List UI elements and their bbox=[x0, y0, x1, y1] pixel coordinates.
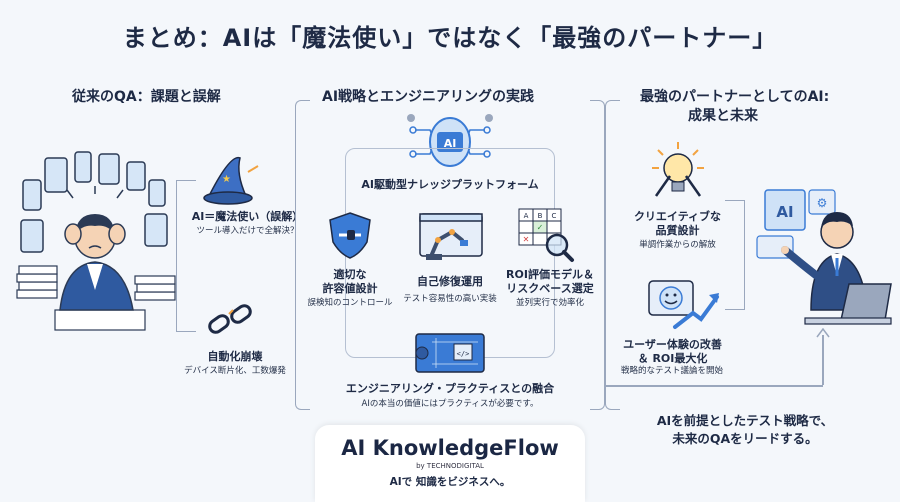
smiley-growth-icon bbox=[648, 280, 719, 329]
left-section-heading: 従来のQA：課題と誤解 bbox=[72, 89, 221, 105]
shield-icon bbox=[329, 212, 371, 259]
ai-panel-text: AI bbox=[776, 203, 793, 221]
fusion-label: エンジニアリング・プラクティスとの融合 bbox=[345, 382, 555, 395]
svg-text:✓: ✓ bbox=[537, 223, 544, 232]
robot-arm-icon bbox=[419, 213, 483, 260]
right-left-bracket bbox=[605, 100, 620, 410]
conclusion-arrow-line bbox=[822, 335, 824, 385]
brand-tagline: AIで 知識をビジネスへ。 bbox=[389, 476, 511, 488]
ai-partner-illustration: AI ⚙ bbox=[756, 189, 892, 325]
left-bracket bbox=[176, 180, 196, 332]
brand-by-text: by TECHNODIGITAL bbox=[416, 462, 484, 470]
footer-brand-box bbox=[315, 425, 585, 502]
roi-grid-magnifier-icon: A B C ✓ ✕ bbox=[518, 208, 574, 262]
magic-misconception-sub: ツール導入だけで全解決？ bbox=[196, 226, 299, 236]
middle-left-bracket bbox=[295, 100, 310, 410]
fusion-sub: AIの本当の価値にはプラクティスが必要です。 bbox=[361, 399, 539, 409]
right-items-bracket bbox=[725, 200, 745, 310]
platform-label: AI駆動型ナレッジプラットフォーム bbox=[361, 178, 539, 191]
magic-misconception-label: AI＝魔法使い（誤解） bbox=[191, 210, 304, 223]
broken-chain-icon bbox=[208, 304, 252, 334]
ai-chip-text: AI bbox=[444, 137, 457, 150]
wizard-hat-icon: ★ bbox=[203, 157, 259, 205]
creative-quality-sub: 単調作業からの解放 bbox=[639, 240, 716, 250]
blueprint-code-icon: </> bbox=[415, 333, 485, 373]
ux-roi-sub: 戦略的なテスト議論を開始 bbox=[620, 366, 723, 376]
page-title: まとめ：AIは「魔法使い」ではなく「最強のパートナー」 bbox=[122, 24, 778, 52]
self-healing-label: 自己修復運用 bbox=[417, 275, 483, 288]
conclusion-text: AIを前提としたテスト戦略で、 未来のQAをリードする。 bbox=[656, 413, 834, 446]
roi-model-sub: 並列実行で効率化 bbox=[515, 298, 584, 308]
device-icons bbox=[20, 151, 168, 253]
right-section-heading-1: 最強のパートナーとしてのAI: bbox=[640, 89, 830, 105]
right-section-heading-2: 成果と未来 bbox=[688, 108, 758, 124]
tolerance-design-sub: 誤検知のコントロール bbox=[307, 298, 393, 308]
svg-text:★: ★ bbox=[222, 174, 231, 185]
roi-model-label: ROI評価モデル＆ リスクベース選定 bbox=[506, 268, 594, 295]
code-glyph-text: </> bbox=[457, 350, 470, 358]
automation-collapse-label: 自動化崩壊 bbox=[207, 350, 263, 363]
stressed-engineer-illustration bbox=[16, 151, 176, 331]
grid-letter-a: A bbox=[524, 212, 529, 220]
lightbulb-icon bbox=[652, 142, 704, 197]
svg-text:✕: ✕ bbox=[523, 235, 530, 244]
conclusion-connector-line bbox=[605, 385, 823, 387]
svg-text:⚙: ⚙ bbox=[817, 196, 828, 210]
grid-letter-c: C bbox=[552, 212, 557, 220]
tolerance-design-label: 適切な 許容値設計 bbox=[322, 268, 378, 295]
automation-collapse-sub: デバイス断片化、工数爆発 bbox=[184, 366, 286, 376]
middle-section-heading: AI戦略とエンジニアリングの実践 bbox=[322, 89, 535, 105]
brand-logo-text: AI KnowledgeFlow bbox=[341, 436, 559, 460]
middle-right-bracket bbox=[590, 100, 605, 410]
arrow-up-icon bbox=[816, 328, 830, 338]
grid-letter-b: B bbox=[538, 212, 543, 220]
ux-roi-label: ユーザー体験の改善 ＆ ROI最大化 bbox=[623, 338, 722, 365]
self-healing-sub: テスト容易性の高い実装 bbox=[403, 294, 497, 304]
ai-brain-icon: AI bbox=[407, 114, 493, 167]
creative-quality-label: クリエイティブな 品質設計 bbox=[633, 210, 722, 237]
